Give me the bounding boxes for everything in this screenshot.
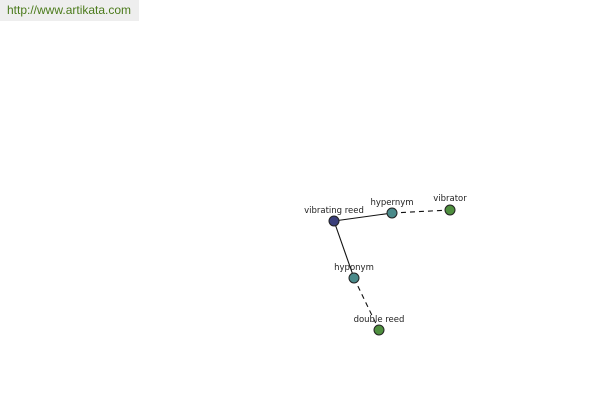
edge-hypernym-vibrator: [391, 209, 451, 214]
node-label-vibrating-reed[interactable]: vibrating reed: [304, 206, 364, 216]
node-label-vibrator[interactable]: vibrator: [433, 194, 467, 204]
node-dot-vibrating-reed[interactable]: [328, 215, 340, 227]
node-dot-double-reed[interactable]: [373, 324, 385, 336]
node-hypernym[interactable]: hypernym: [370, 198, 414, 219]
node-dot-hypernym[interactable]: [386, 207, 398, 219]
node-dot-vibrator[interactable]: [444, 204, 456, 216]
node-dot-hyponym[interactable]: [348, 272, 360, 284]
node-hyponym[interactable]: hyponym: [334, 263, 374, 284]
node-vibrator[interactable]: vibrator: [433, 194, 467, 216]
graph-edges: [333, 209, 451, 331]
graph-nodes: vibrating reed hypernym vibrator hyponym…: [304, 194, 467, 336]
node-label-hyponym[interactable]: hyponym: [334, 263, 374, 273]
edge-vibrating-reed-hypernym: [333, 212, 393, 222]
node-label-double-reed[interactable]: double reed: [354, 315, 405, 325]
edge-hyponym-double-reed: [353, 277, 380, 331]
node-double-reed[interactable]: double reed: [354, 315, 405, 336]
node-label-hypernym[interactable]: hypernym: [370, 198, 413, 208]
edge-vibrating-reed-hyponym: [333, 220, 355, 279]
site-url[interactable]: http://www.artikata.com: [0, 0, 139, 21]
node-vibrating-reed[interactable]: vibrating reed: [304, 206, 364, 227]
